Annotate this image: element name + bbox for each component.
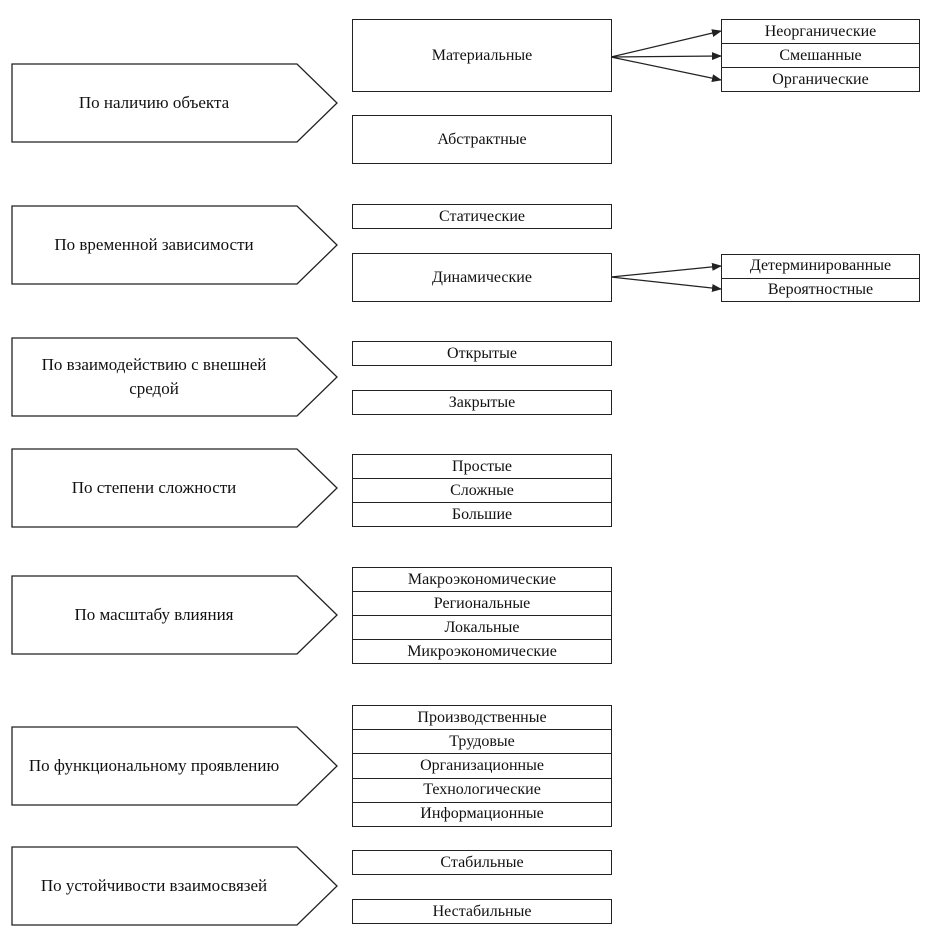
category-label: По наличию объекта bbox=[78, 93, 230, 112]
type-cell: Макроэкономические bbox=[353, 568, 611, 592]
type-box-dynamic: Динамические bbox=[352, 253, 612, 302]
category-label: По взаимодействию с внешней средой bbox=[41, 355, 267, 398]
subtype-cell: Неорганические bbox=[722, 20, 919, 44]
type-box-closed: Закрытые bbox=[352, 390, 612, 415]
type-cell: Информационные bbox=[420, 805, 544, 823]
type-cell: Региональные bbox=[353, 592, 611, 616]
type-box-stable: Стабильные bbox=[352, 850, 612, 875]
dynamic-subtypes-stack: Детерминированные Вероятностные bbox=[721, 254, 920, 302]
type-cell: Локальные bbox=[353, 616, 611, 640]
category-arrow-shape bbox=[11, 63, 338, 143]
material-subtypes-stack: Неорганические Смешанные Органические bbox=[721, 19, 920, 92]
type-cell: Организационные bbox=[353, 754, 611, 779]
type-box-abstract: Абстрактные bbox=[352, 115, 612, 164]
type-cell: Производственные bbox=[353, 706, 611, 731]
connector-arrow bbox=[610, 262, 722, 278]
subtype-cell: Смешанные bbox=[722, 44, 919, 68]
category-arrow-shape bbox=[11, 205, 338, 285]
type-cell: Микроэкономические bbox=[407, 642, 557, 660]
subtype-cell: Органические bbox=[772, 70, 869, 88]
connector-arrow bbox=[610, 276, 722, 293]
category-arrow-shape bbox=[11, 448, 338, 528]
connector-arrow bbox=[610, 29, 722, 58]
type-box-open: Открытые bbox=[352, 341, 612, 366]
category-arrow-shape bbox=[11, 726, 338, 806]
type-box-material: Материальные bbox=[352, 19, 612, 92]
subtype-cell: Вероятностные bbox=[767, 280, 874, 298]
type-cell: Трудовые bbox=[353, 730, 611, 755]
type-box-unstable: Нестабильные bbox=[352, 899, 612, 924]
category-arrow-shape bbox=[11, 337, 338, 417]
type-cell: Технологические bbox=[353, 779, 611, 803]
subtype-cell: Детерминированные bbox=[722, 255, 919, 279]
category-label: По масштабу влияния bbox=[74, 605, 234, 624]
functional-stack: Производственные Трудовые Организационны… bbox=[352, 705, 612, 827]
category-label: По устойчивости взаимосвязей bbox=[40, 876, 268, 895]
category-arrow-shape bbox=[11, 575, 338, 655]
category-arrow-shape bbox=[11, 846, 338, 926]
complexity-stack: Простые Сложные Большие bbox=[352, 454, 612, 527]
category-label: По временной зависимости bbox=[54, 235, 254, 254]
scale-stack: Макроэкономические Региональные Локальны… bbox=[352, 567, 612, 664]
type-box-static: Статические bbox=[352, 204, 612, 229]
type-cell: Простые bbox=[353, 455, 611, 479]
connector-arrow bbox=[610, 52, 722, 61]
type-cell: Сложные bbox=[353, 479, 611, 503]
type-cell: Большие bbox=[451, 505, 513, 523]
connector-arrow bbox=[610, 56, 722, 83]
category-label: По степени сложности bbox=[71, 478, 237, 497]
category-label: По функциональному проявлению bbox=[28, 756, 280, 775]
